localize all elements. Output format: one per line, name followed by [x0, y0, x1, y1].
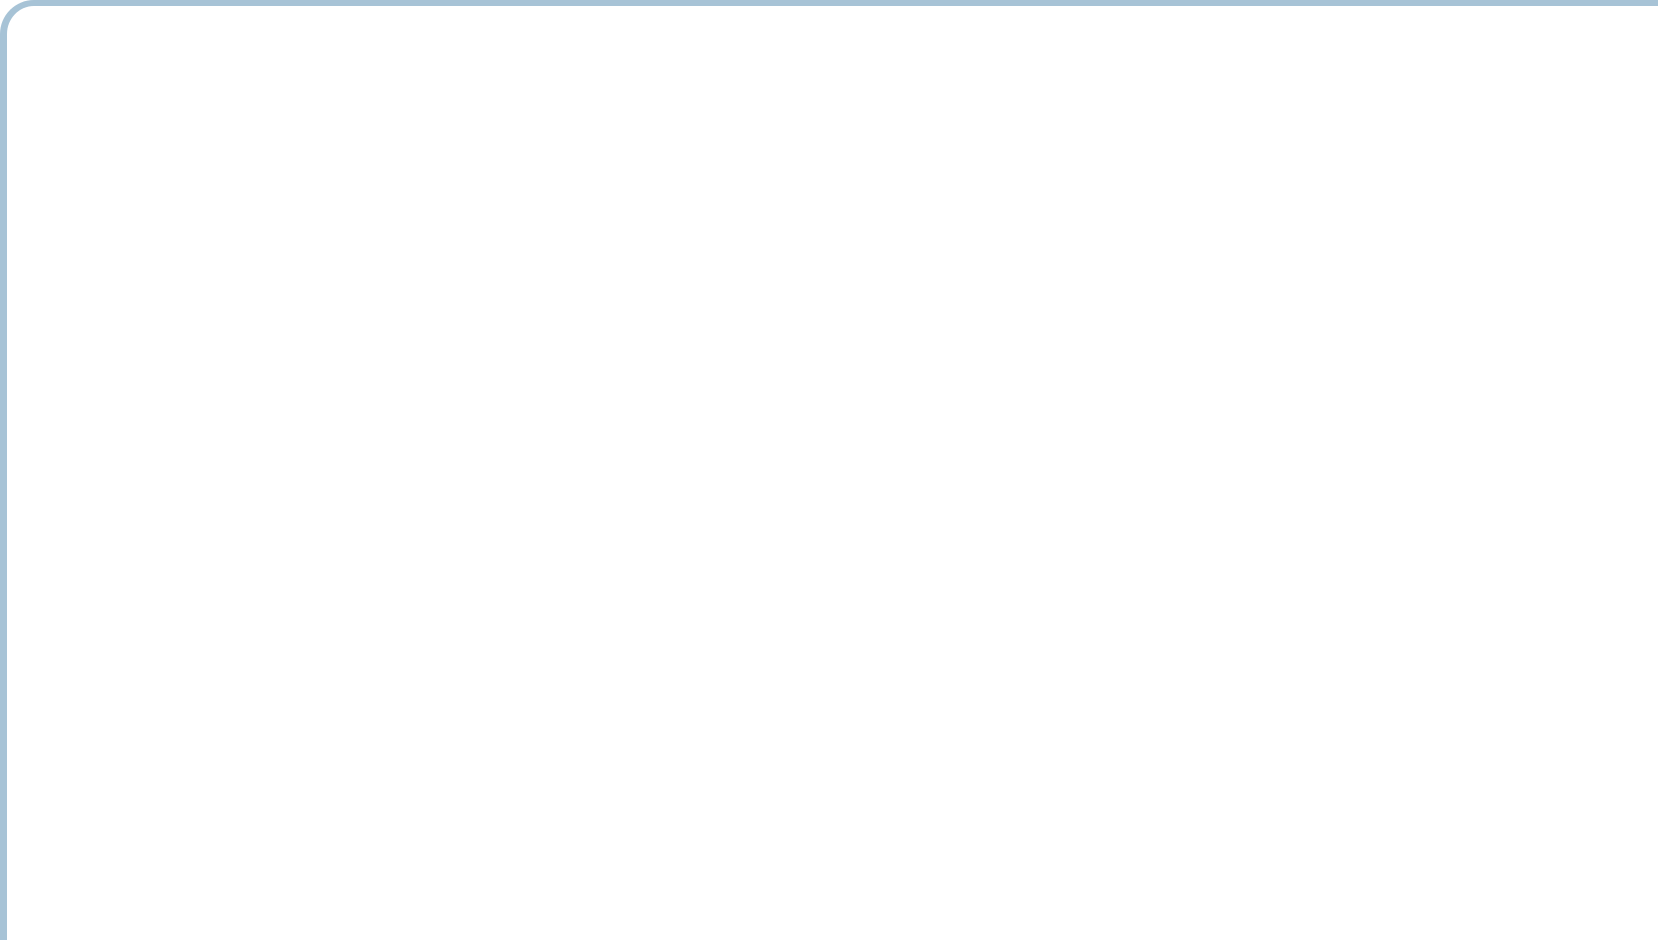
callout-remove-body: 解体后的结垢离子并不断撞 击已生成的污垢同时达到除 垢作用。 — [1153, 591, 1460, 688]
callout-prevent-scaling: 防止结垢 管道中流体的结垢离子受到电磁 波的干扰，通过相互碰撞而不断 遭到破坏解… — [528, 414, 980, 685]
electromagnetic-treatment-device — [477, 13, 1072, 441]
callout-prevent-title: 防止结垢 — [544, 489, 647, 520]
callout-remove-title: 去除污垢 — [1153, 492, 1256, 523]
callout-remove-fouling: 去除污垢 解体后的结垢离子并不断撞 击已生成的污垢同时达到除 垢作用。 — [1139, 418, 1513, 688]
callout-prevent-body: 管道中流体的结垢离子受到电磁 波的干扰，通过相互碰撞而不断 遭到破坏解体。 — [544, 588, 902, 685]
